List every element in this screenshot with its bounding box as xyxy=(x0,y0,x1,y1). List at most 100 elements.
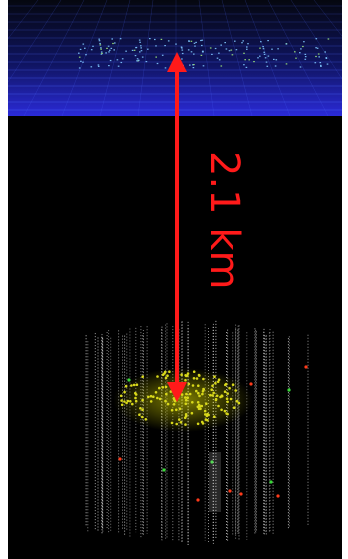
hit-yellow xyxy=(217,404,220,408)
grid-line xyxy=(198,0,215,117)
surface-dot xyxy=(273,58,275,60)
surface-dot xyxy=(246,48,248,50)
surface-dot xyxy=(98,38,100,40)
hit-yellow xyxy=(190,411,194,415)
surface-dot xyxy=(218,52,220,54)
surface-dot xyxy=(156,62,159,65)
hit-red xyxy=(118,457,122,461)
surface-dot xyxy=(318,56,320,58)
hit-yellow xyxy=(180,393,184,396)
surface-dot xyxy=(242,40,244,42)
grid-line xyxy=(244,0,291,117)
surface-dot xyxy=(300,48,302,50)
surface-dot xyxy=(147,48,149,50)
hit-yellow xyxy=(184,378,187,382)
surface-dot xyxy=(181,52,184,55)
hit-yellow xyxy=(170,421,174,425)
surface-dot xyxy=(248,59,250,61)
grid-line xyxy=(99,0,131,117)
hit-yellow xyxy=(134,393,138,396)
hit-yellow xyxy=(152,395,155,399)
surface-dot xyxy=(100,51,103,53)
surface-dot xyxy=(139,41,141,43)
surface-dot xyxy=(105,52,107,54)
hit-green xyxy=(269,480,273,484)
hit-yellow xyxy=(129,400,132,403)
grid-line xyxy=(8,0,62,83)
surface-dot xyxy=(320,65,322,67)
hit-yellow xyxy=(192,377,196,380)
hit-yellow xyxy=(123,390,126,394)
surface-dot xyxy=(136,58,139,60)
surface-dot xyxy=(211,53,213,55)
hit-yellow xyxy=(172,397,176,400)
surface-dot xyxy=(263,51,265,53)
surface-dot xyxy=(92,45,94,47)
hit-yellow xyxy=(141,415,144,419)
surface-dot xyxy=(155,56,157,58)
surface-dot xyxy=(80,60,82,62)
hit-yellow xyxy=(134,396,137,400)
surface-dot xyxy=(200,54,203,56)
surface-dot xyxy=(315,55,317,58)
hit-yellow xyxy=(210,388,213,392)
surface-dot xyxy=(145,61,148,63)
hit-yellow xyxy=(144,418,148,421)
hit-yellow xyxy=(206,419,209,422)
hit-yellow xyxy=(141,375,144,379)
surface-dot xyxy=(265,61,268,63)
surface-dot xyxy=(245,66,248,68)
surface-dot xyxy=(98,40,101,42)
surface-dot xyxy=(262,48,265,50)
surface-dot xyxy=(140,47,142,49)
surface-dot xyxy=(175,43,177,45)
hit-yellow xyxy=(156,396,159,400)
surface-dot xyxy=(100,53,103,55)
surface-dot xyxy=(155,45,157,47)
hit-red xyxy=(249,382,253,386)
surface-dot xyxy=(243,52,245,54)
hit-yellow xyxy=(197,391,200,395)
hit-yellow xyxy=(179,421,183,424)
hit-yellow xyxy=(220,394,224,398)
hit-yellow xyxy=(224,383,227,387)
hit-yellow xyxy=(177,395,180,399)
surface-dot xyxy=(190,51,193,53)
surface-dot xyxy=(160,38,163,40)
surface-dot xyxy=(201,39,204,41)
surface-dot xyxy=(181,49,184,51)
surface-dot xyxy=(228,50,231,52)
hit-green xyxy=(210,460,214,464)
surface-dot xyxy=(190,40,193,42)
hit-yellow xyxy=(235,399,239,403)
hit-yellow xyxy=(158,386,161,390)
hit-red xyxy=(196,498,200,502)
surface-dot xyxy=(78,56,81,58)
surface-dot xyxy=(100,47,102,49)
hit-yellow xyxy=(184,374,187,377)
surface-dot xyxy=(99,44,102,46)
hit-yellow xyxy=(211,384,214,388)
hit-yellow xyxy=(178,407,182,411)
surface-dot xyxy=(120,61,123,64)
hit-yellow xyxy=(188,392,192,396)
surface-dot xyxy=(277,48,279,50)
hit-yellow xyxy=(237,401,241,405)
surface-dot xyxy=(97,64,100,66)
hit-yellow xyxy=(169,390,173,393)
surface-dot xyxy=(180,46,183,48)
surface-dot xyxy=(193,42,196,44)
surface-dot xyxy=(214,47,217,50)
hit-yellow xyxy=(120,399,123,402)
hit-yellow xyxy=(214,381,217,385)
surface-dot xyxy=(192,67,195,69)
surface-dot xyxy=(320,64,322,66)
surface-dot xyxy=(316,47,319,49)
hit-yellow xyxy=(213,415,216,419)
surface-dot xyxy=(209,47,212,49)
surface-dot xyxy=(139,51,141,53)
hit-yellow xyxy=(200,420,204,424)
surface-dot xyxy=(326,63,329,65)
hit-yellow xyxy=(184,402,188,406)
surface-dot xyxy=(259,47,261,49)
